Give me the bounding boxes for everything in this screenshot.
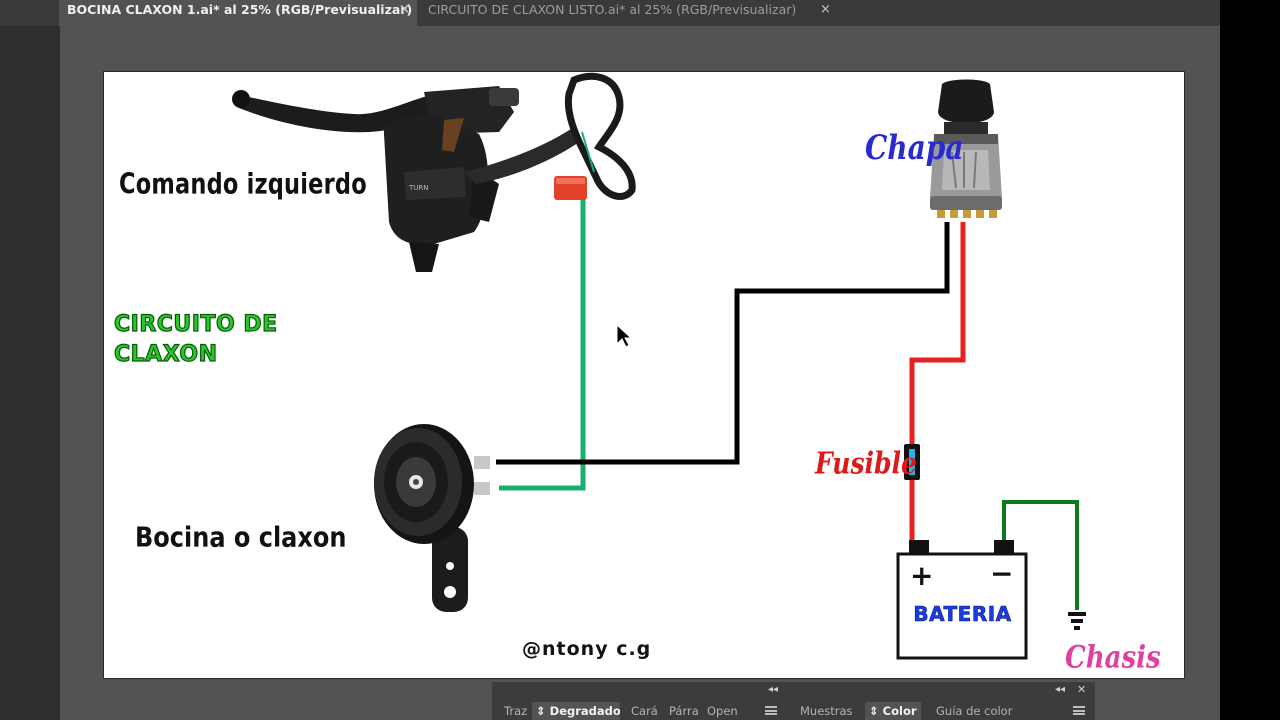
tab-color[interactable]: ⇕ Color [865, 702, 921, 720]
tab-label: Color [882, 704, 917, 718]
close-panel-icon[interactable]: ✕ [1077, 683, 1087, 696]
collapse-panel-icon[interactable]: ◂◂ [1055, 684, 1066, 695]
circuit-title: CIRCUITO DE CLAXON [113, 310, 278, 370]
chasis-label: Chasis [1065, 640, 1161, 676]
battery-symbol [896, 540, 1028, 660]
tab-bocina-claxon[interactable]: BOCINA CLAXON 1.ai* al 25% (RGB/Previsua… [59, 0, 417, 26]
author-label: @ntony c.g [522, 638, 652, 660]
chapa-label: Chapa [865, 128, 964, 168]
tab-guia-de-color[interactable]: Guía de color [936, 704, 1013, 718]
ground-wire [1002, 500, 1079, 610]
tab-trazo[interactable]: Traz [504, 704, 528, 718]
canvas-left-edge [0, 26, 60, 720]
tab-label: Degradado [549, 704, 620, 718]
black-wire [496, 222, 950, 465]
handlebar-switch-image: TURN [232, 72, 636, 272]
artboard[interactable]: TURN [103, 71, 1185, 679]
circuit-title-line2: CLAXON [113, 341, 218, 367]
chevron-icon: ⇕ [869, 704, 879, 718]
circuit-title-line1: CIRCUITO DE [113, 311, 278, 337]
tab-label: BOCINA CLAXON 1.ai* al 25% (RGB/Previsua… [67, 2, 413, 17]
tab-muestras[interactable]: Muestras [800, 704, 853, 718]
close-tab-icon[interactable]: × [399, 2, 410, 17]
mouse-cursor-icon [616, 324, 632, 348]
collapse-panel-icon[interactable]: ◂◂ [768, 684, 779, 695]
bottom-panel-dock: ◂◂ ◂◂ ✕ Traz ⇕ Degradado Cará Párra Open… [492, 682, 1095, 720]
tab-caracter[interactable]: Cará [631, 704, 658, 718]
ground-symbol [1068, 612, 1086, 630]
green-wire [499, 198, 586, 491]
screen-right-edge [1220, 0, 1280, 720]
svg-text:TURN: TURN [408, 184, 429, 192]
comando-izquierdo-label: Comando izquierdo [119, 167, 367, 201]
red-wire-top [909, 222, 966, 446]
bateria-label: BATERIA [913, 602, 1012, 627]
illustrator-window: BOCINA CLAXON 1.ai* al 25% (RGB/Previsua… [0, 0, 1220, 720]
battery-minus-sign: − [990, 557, 1014, 590]
tab-circuito-claxon[interactable]: CIRCUITO DE CLAXON LISTO.ai* al 25% (RGB… [420, 0, 840, 26]
close-tab-icon[interactable]: × [820, 2, 831, 17]
tab-opentype[interactable]: Open [707, 704, 738, 718]
panel-menu-icon[interactable] [1073, 706, 1085, 715]
tab-label: CIRCUITO DE CLAXON LISTO.ai* al 25% (RGB… [428, 2, 797, 17]
battery-plus-sign: + [910, 559, 934, 592]
bocina-label: Bocina o claxon [135, 521, 347, 554]
ignition-switch-image [930, 79, 1002, 218]
chevron-icon: ⇕ [536, 704, 546, 718]
panel-menu-icon[interactable] [765, 706, 777, 715]
fuse-symbol [904, 444, 920, 480]
panel-header: ◂◂ ◂◂ ✕ [492, 682, 1095, 700]
document-tab-bar: BOCINA CLAXON 1.ai* al 25% (RGB/Previsua… [0, 0, 1220, 26]
tab-degradado[interactable]: ⇕ Degradado [532, 702, 620, 720]
tab-parrafo[interactable]: Párra [669, 704, 699, 718]
fusible-label: Fusible [815, 446, 917, 481]
horn-image [374, 424, 490, 612]
circuit-diagram: TURN [232, 72, 1086, 660]
